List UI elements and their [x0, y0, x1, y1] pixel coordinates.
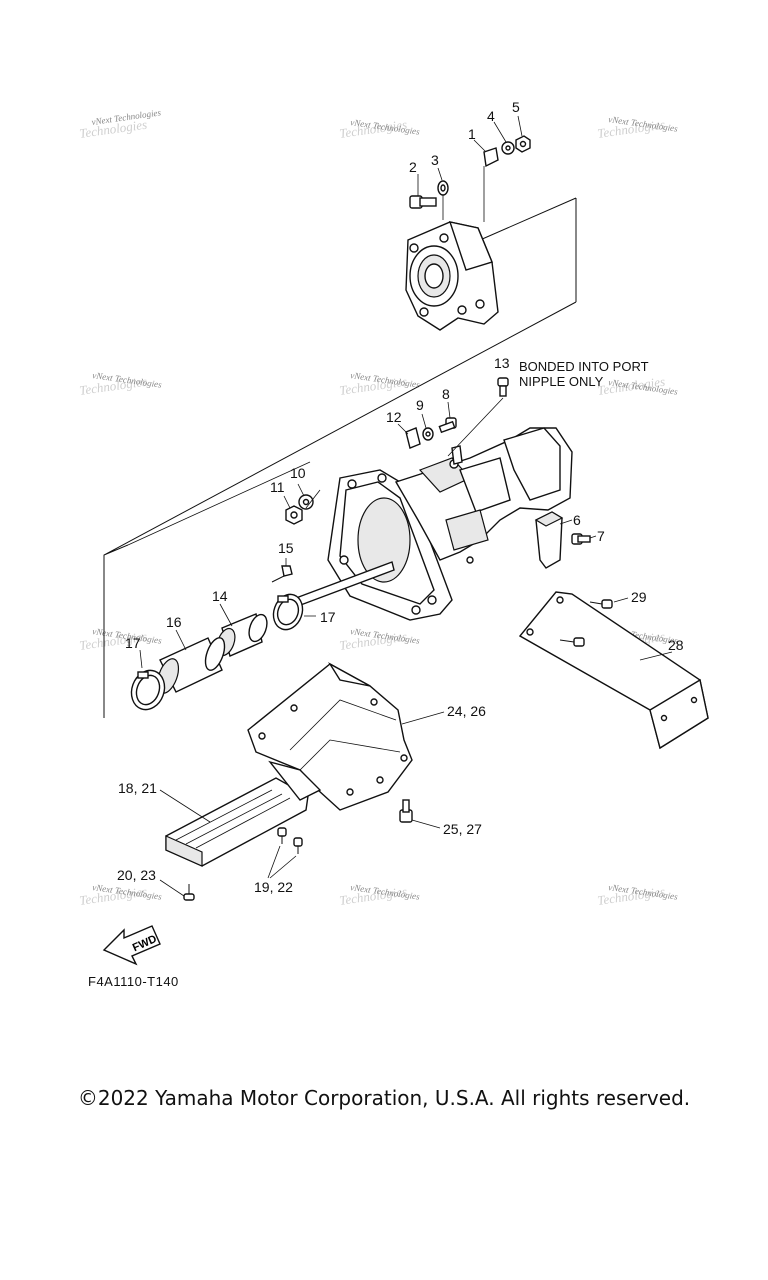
exploded-parts-diagram: Technologies vNext Technologies Technolo… — [78, 99, 709, 989]
callout-10: 10 — [290, 465, 306, 481]
callout-24-26: 24, 26 — [447, 703, 486, 719]
bracket-24-26 — [247, 662, 413, 811]
diagram-code: F4A1110-T140 — [88, 974, 179, 989]
leader-lines-lower-left — [139, 603, 316, 669]
clamp-17-right — [272, 593, 304, 631]
nut-11 — [285, 505, 303, 525]
bolt-25-27 — [399, 799, 413, 823]
watermark-10: Technologies vNext Technologies — [78, 882, 162, 908]
callout-12: 12 — [386, 409, 402, 425]
callout-18-21: 18, 21 — [118, 780, 157, 796]
callout-13: 13 — [494, 355, 510, 371]
pad-6 — [534, 511, 564, 569]
callout-16: 16 — [166, 614, 182, 630]
screw-20-23 — [183, 884, 195, 901]
note-line-2: NIPPLE ONLY — [519, 374, 604, 389]
fwd-arrow-icon: FWD — [102, 925, 161, 966]
callout-28: 28 — [668, 637, 684, 653]
hose-16 — [156, 637, 226, 694]
callout-20-23: 20, 23 — [117, 867, 156, 883]
callout-6: 6 — [573, 512, 581, 528]
leader-lines-28-29 — [613, 597, 673, 661]
watermark-3: Technologies vNext Technologies — [596, 114, 678, 141]
grate-18-21 — [165, 760, 322, 867]
screw-7 — [571, 533, 591, 545]
nut-5 — [515, 135, 531, 153]
screw-15 — [271, 565, 293, 583]
screw-19-22-a — [277, 827, 287, 844]
washer-9 — [422, 427, 434, 441]
callout-1: 1 — [468, 126, 476, 142]
washer-4 — [501, 141, 515, 155]
watermark-4: Technologies vNext Technologies — [78, 370, 162, 398]
callout-5: 5 — [512, 99, 520, 115]
callout-14: 14 — [212, 588, 228, 604]
watermark-6: Technologies vNext Technologies — [596, 374, 678, 398]
callout-8: 8 — [442, 386, 450, 402]
callout-9: 9 — [416, 397, 424, 413]
assembly-bracket-lines — [103, 197, 577, 718]
callout-2: 2 — [409, 159, 417, 175]
leader-lines-18-23 — [159, 789, 297, 897]
watermark-8: Technologies vNext Technologies — [338, 626, 420, 653]
washer-3 — [437, 180, 449, 196]
watermark-5: Technologies vNext Technologies — [338, 370, 420, 398]
plate-28 — [518, 591, 709, 750]
clamp-17-left — [130, 669, 166, 711]
bolt-8 — [438, 417, 457, 434]
watermark-12: Technologies vNext Technologies — [596, 882, 678, 908]
callout-4: 4 — [487, 108, 495, 124]
bolt-13 — [497, 377, 509, 397]
callout-19-22: 19, 22 — [254, 879, 293, 895]
bearing-housing — [405, 221, 499, 331]
leader-lines-6-7 — [559, 519, 597, 539]
watermark-2: Technologies vNext Technologies — [338, 117, 420, 141]
callout-25-27: 25, 27 — [443, 821, 482, 837]
watermark-11: Technologies vNext Technologies — [338, 882, 420, 908]
callout-15: 15 — [278, 540, 294, 556]
screw-19-22-b — [293, 837, 303, 854]
screw-29-lower — [559, 637, 585, 647]
callout-29: 29 — [631, 589, 647, 605]
bolt-2 — [409, 195, 437, 209]
watermark-1: Technologies vNext Technologies — [78, 107, 162, 141]
assembly-bracket-lines-2 — [127, 461, 311, 546]
screw-29-upper — [589, 599, 613, 609]
callout-11: 11 — [270, 479, 285, 495]
callout-7: 7 — [597, 528, 605, 544]
washer-10 — [298, 494, 314, 510]
leader-lines-mid — [283, 397, 504, 509]
tab-12 — [405, 427, 421, 449]
watermark-7: Technologies vNext Technologies — [78, 626, 162, 653]
leader-lines-24-27 — [401, 711, 445, 829]
copyright-notice: ©2022 Yamaha Motor Corporation, U.S.A. A… — [77, 1086, 691, 1110]
callout-3: 3 — [431, 152, 439, 168]
note-line-1: BONDED INTO PORT — [519, 359, 649, 374]
leader-lines-top — [417, 115, 523, 222]
tab-1 — [483, 147, 499, 168]
callout-17-right: 17 — [320, 609, 336, 625]
callout-17-left: 17 — [125, 635, 141, 651]
jet-pump-housing — [327, 427, 573, 621]
